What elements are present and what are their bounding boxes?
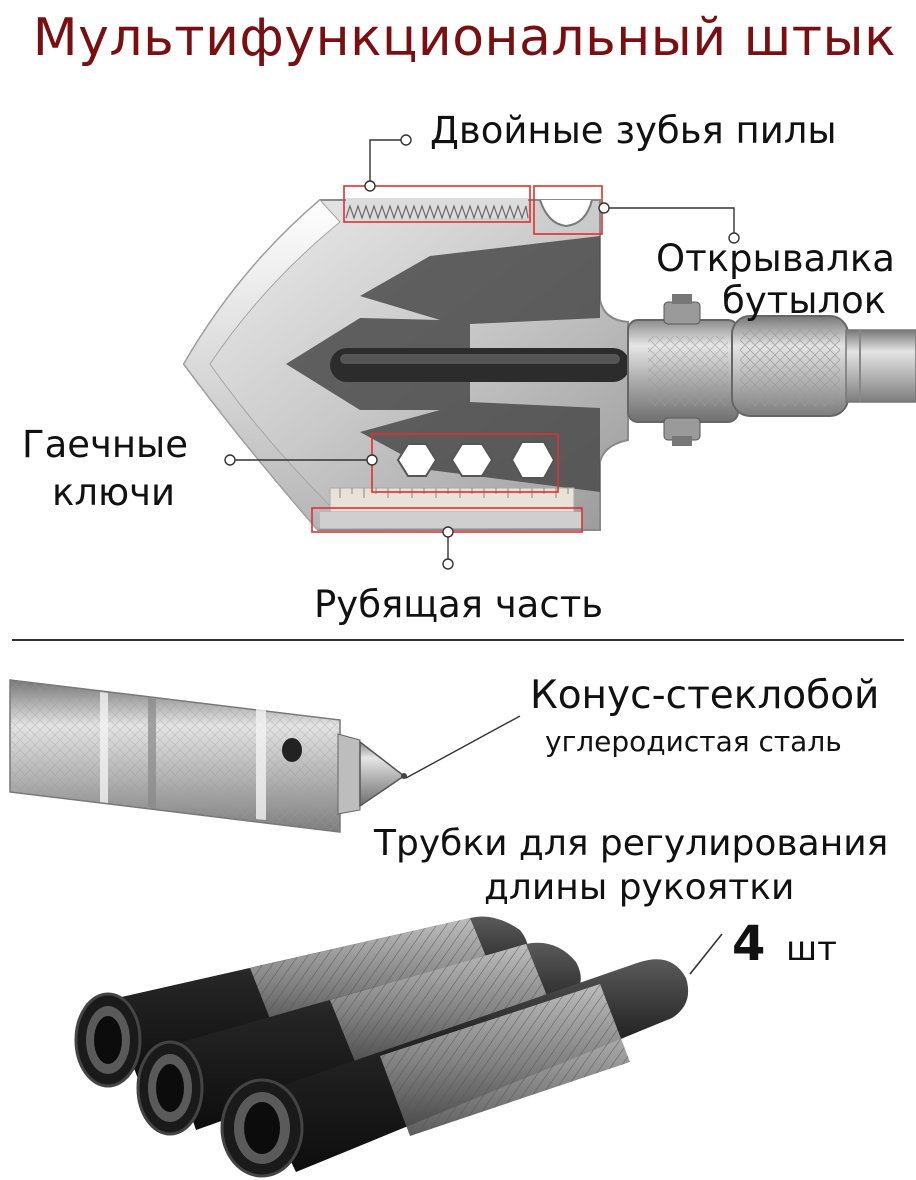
page-title: Мультифункциональный штык [32, 8, 896, 68]
bottle-opener-label: Открывалка [656, 237, 895, 280]
chopping-edge-label: Рубящая часть [314, 583, 604, 626]
glass-breaker-label: Конус-стеклобой [530, 673, 880, 718]
shovel-icon [182, 198, 630, 531]
glass-breaker-material-label: углеродистая сталь [545, 725, 842, 758]
glass-breaker-handle-icon [9, 679, 521, 833]
tubes-count: 4 [732, 916, 766, 972]
shovel-handle-icon [627, 294, 916, 446]
leader-dots [224, 134, 740, 570]
saw-callout-box [343, 185, 531, 223]
wrench-label-line2: ключи [52, 471, 176, 514]
tubes-label-line2: длины рукоятки [484, 867, 795, 908]
extension-tubes-icon [74, 916, 723, 1178]
saw-teeth-label: Двойные зубья пилы [430, 109, 837, 152]
tubes-label: Трубки для регулирования [374, 823, 889, 864]
tubes-count-unit: шт [786, 929, 837, 969]
wrench-label: Гаечные [22, 423, 189, 466]
bottle-opener-label-line2: бутылок [722, 279, 887, 322]
